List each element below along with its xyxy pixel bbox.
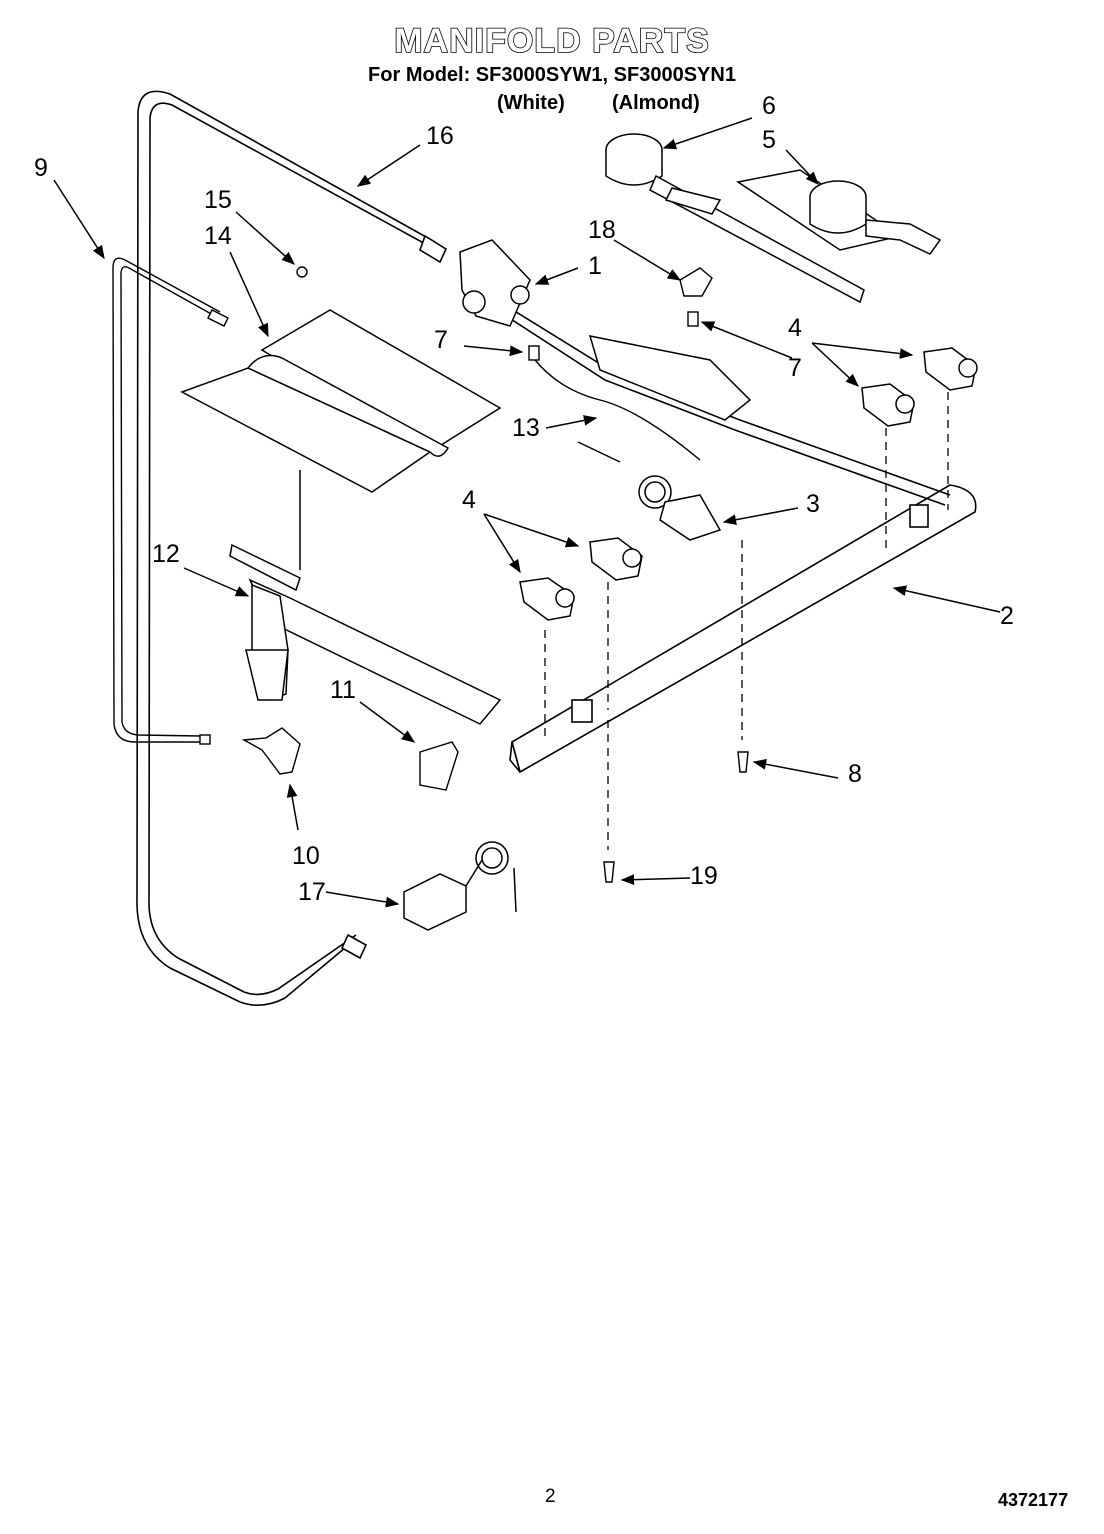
gas-tube — [136, 90, 448, 1006]
regulator — [588, 335, 752, 421]
callout-15: 15 — [204, 186, 232, 214]
burner-valves-front — [519, 537, 643, 621]
pilot-tube — [112, 257, 229, 745]
screw-8 — [737, 751, 749, 773]
color-label-almond: (Almond) — [612, 92, 700, 114]
thermocouple-wire — [534, 359, 701, 463]
callout-17: 17 — [298, 878, 326, 906]
surface-burner-5 — [736, 169, 942, 255]
valve-1 — [459, 239, 531, 327]
callout-14: 14 — [204, 222, 232, 250]
callout-11: 11 — [330, 676, 356, 704]
callout-9: 9 — [34, 154, 48, 182]
color-label-white: (White) — [497, 92, 565, 114]
callout-4-front: 4 — [462, 486, 476, 514]
manifold-pipe — [509, 484, 977, 774]
callout-18: 18 — [588, 216, 616, 244]
callout-16: 16 — [426, 122, 454, 150]
callout-13: 13 — [512, 414, 540, 442]
callout-7-right: 7 — [788, 354, 802, 382]
callout-10: 10 — [292, 842, 320, 870]
leader-arrows — [53, 117, 1001, 908]
burner-valves-rear — [861, 347, 978, 427]
orifice-fitting-10 — [241, 727, 301, 775]
callout-7-left: 7 — [434, 326, 448, 354]
screw-19 — [603, 861, 615, 883]
bracket-11 — [419, 741, 459, 791]
page-number: 2 — [545, 1486, 556, 1507]
callout-3: 3 — [806, 490, 820, 518]
surface-burner-6 — [605, 133, 865, 304]
thermostat-17 — [403, 841, 517, 931]
burner-shield — [180, 309, 502, 570]
callout-1: 1 — [588, 252, 602, 280]
safety-valve-3 — [638, 475, 722, 541]
document-number: 4372177 — [998, 1490, 1069, 1510]
clip-18 — [679, 267, 713, 297]
callout-12: 12 — [152, 540, 180, 568]
callout-2: 2 — [1000, 602, 1014, 630]
igniter-7b — [687, 311, 699, 327]
alignment-lines — [544, 392, 949, 850]
page-title: MANIFOLD PARTS — [393, 21, 710, 61]
callout-19: 19 — [690, 862, 718, 890]
callout-6: 6 — [762, 92, 776, 120]
callout-5: 5 — [762, 126, 776, 154]
model-subtitle: For Model: SF3000SYW1, SF3000SYN1 — [368, 64, 736, 86]
callout-4-rear: 4 — [788, 314, 802, 342]
igniter-7a — [528, 345, 540, 361]
bake-burner — [229, 543, 502, 725]
callout-8: 8 — [848, 760, 862, 788]
